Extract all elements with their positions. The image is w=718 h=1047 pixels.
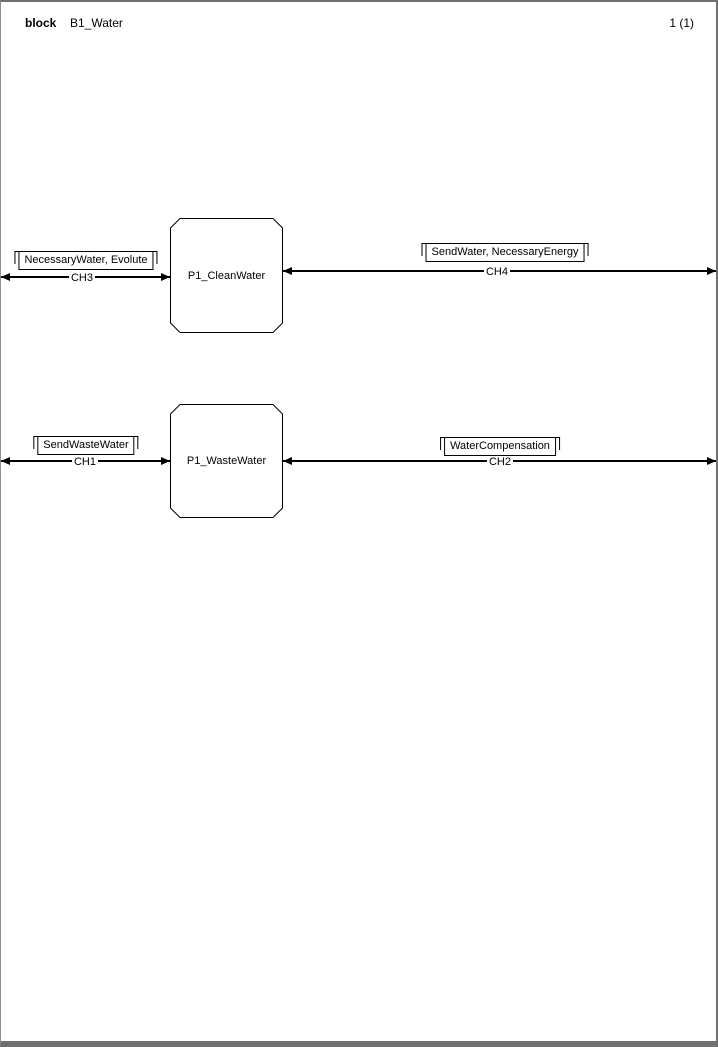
diagram-title: B1_Water [70,16,123,30]
signal-list-ch2[interactable]: WaterCompensation [440,437,560,456]
arrowhead-right-icon [161,457,170,465]
signal-list-ch1[interactable]: SendWasteWater [33,436,140,455]
process-symbol-icon [170,218,283,333]
signal-list-ch3[interactable]: NecessaryWater, Evolute [14,251,158,270]
process-p1-cleanwater[interactable]: P1_CleanWater [170,218,283,333]
arrowhead-left-icon [1,457,10,465]
arrowhead-right-icon [161,273,170,281]
page-number: 1 (1) [669,16,694,30]
arrowhead-left-icon [1,273,10,281]
arrowhead-right-icon [707,267,716,275]
process-p1-wastewater[interactable]: P1_WasteWater [170,404,283,518]
channel-name-ch2[interactable]: CH2 [486,456,514,468]
arrowhead-left-icon [283,457,292,465]
process-name: P1_CleanWater [187,269,266,282]
channel-name-ch1[interactable]: CH1 [71,456,99,468]
process-name: P1_WasteWater [186,455,267,467]
diagram-kind-label: block [25,16,57,30]
channel-name-ch4[interactable]: CH4 [483,266,511,278]
arrowhead-right-icon [707,457,716,465]
signal-list-ch4[interactable]: SendWater, NecessaryEnergy [421,243,589,262]
process-symbol-icon [170,404,283,518]
arrowhead-left-icon [283,267,292,275]
channel-name-ch3[interactable]: CH3 [68,272,96,284]
